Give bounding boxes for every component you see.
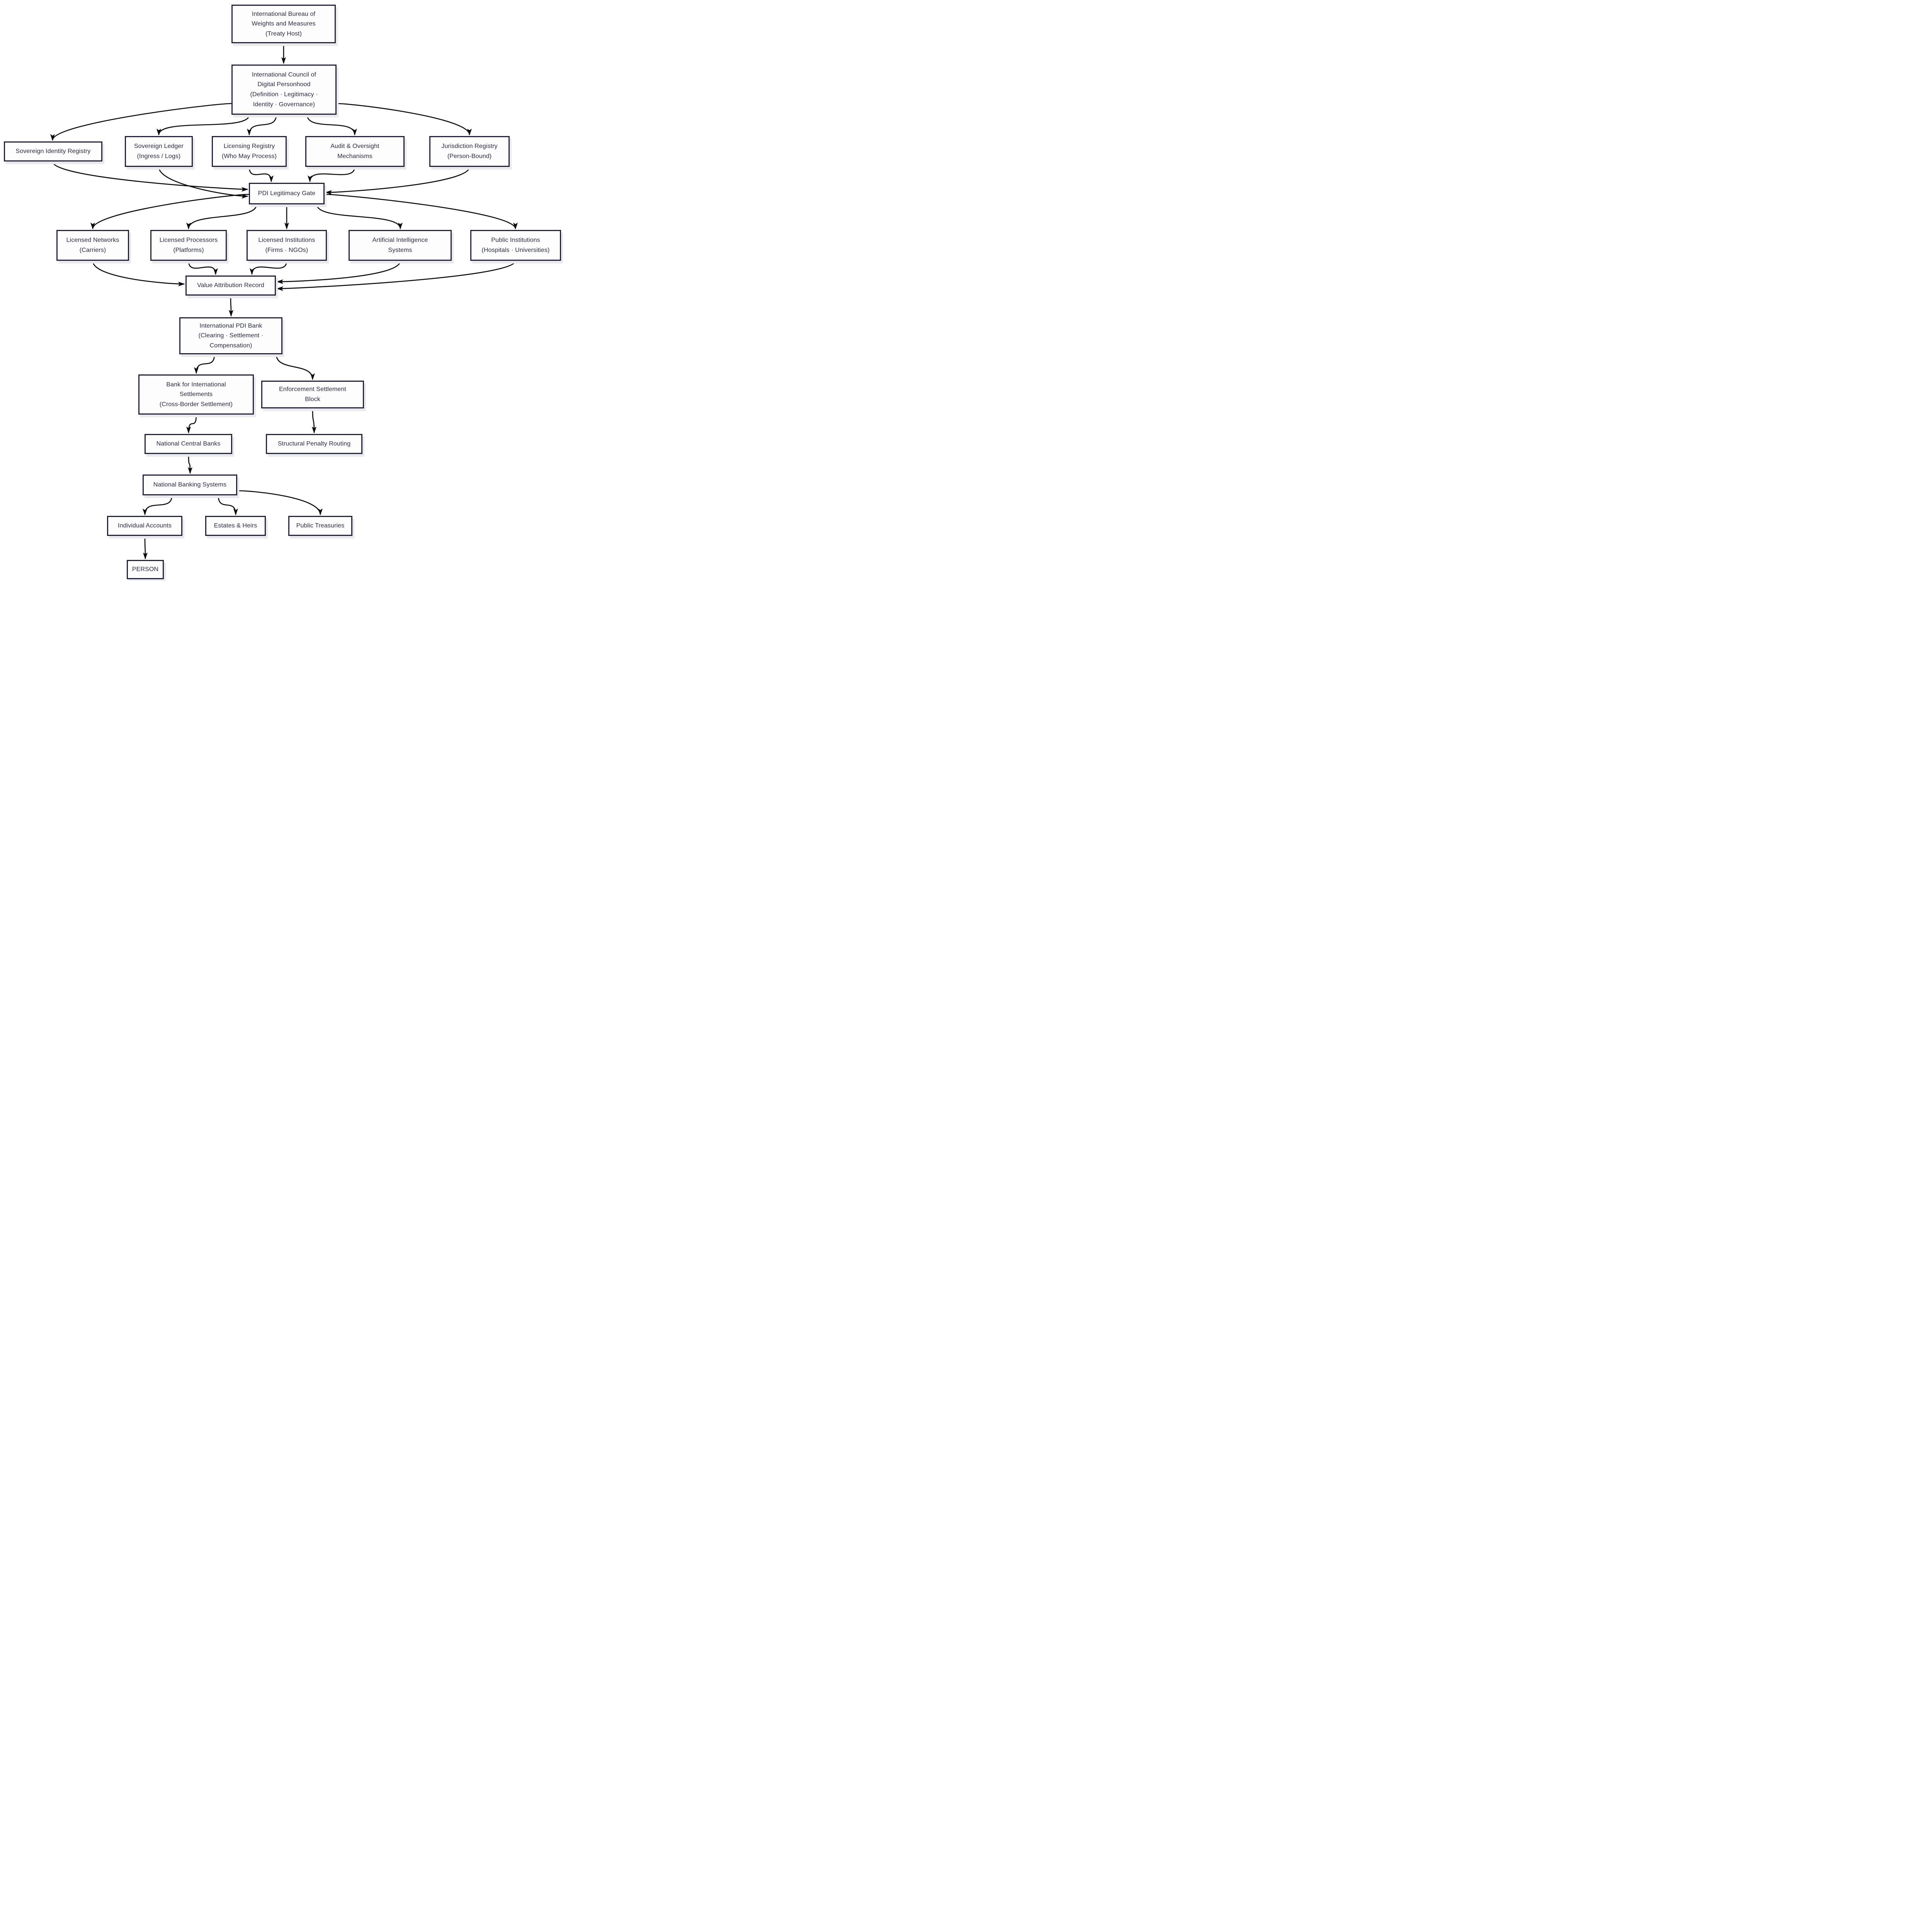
node-licensing: Licensing Registry (Who May Process) (212, 136, 287, 167)
edge-ncb-nbs (187, 454, 192, 474)
node-label: Artificial Intelligence Systems (372, 237, 428, 253)
edge-enforcement-spr (311, 408, 316, 434)
node-label: PERSON (132, 566, 159, 573)
node-institutions: Licensed Institutions (Firms · NGOs) (247, 230, 327, 261)
node-spr: Structural Penalty Routing (266, 434, 362, 454)
node-label: Structural Penalty Routing (277, 440, 351, 447)
node-label: Licensed Institutions (Firms · NGOs) (258, 237, 315, 253)
node-ledger: Sovereign Ledger (Ingress / Logs) (125, 136, 193, 167)
node-estates: Estates & Heirs (205, 516, 266, 536)
node-audit: Audit & Oversight Mechanisms (305, 136, 405, 167)
node-label: PDI Legitimacy Gate (258, 190, 316, 197)
edge-audit-gate (308, 167, 355, 182)
node-gate: PDI Legitimacy Gate (249, 183, 325, 204)
node-label: Bank for International Settlements (Cros… (159, 381, 233, 408)
edge-processors-var (188, 260, 218, 275)
node-council: International Council of Digital Personh… (231, 65, 337, 115)
node-label: Value Attribution Record (197, 282, 264, 289)
node-bank: International PDI Bank (Clearing · Settl… (179, 317, 282, 354)
edge-gate-networks (90, 194, 249, 230)
edge-ai-var (276, 260, 401, 284)
node-networks: Licensed Networks (Carriers) (56, 230, 129, 261)
node-label: Sovereign Ledger (Ingress / Logs) (134, 143, 184, 160)
edge-gate-processors (186, 204, 257, 230)
node-person: PERSON (127, 560, 164, 579)
node-label: Individual Accounts (118, 522, 172, 529)
node-label: National Central Banks (156, 440, 221, 447)
node-ai: Artificial Intelligence Systems (349, 230, 452, 261)
edge-council-identity (50, 103, 232, 141)
edge-jurisdiction-gate (325, 167, 470, 195)
node-label: International Council of Digital Personh… (250, 71, 318, 108)
edge-layer (50, 43, 518, 560)
node-ncb: National Central Banks (145, 434, 232, 454)
edge-council-jurisdiction (336, 103, 472, 136)
node-public: Public Institutions (Hospitals · Univers… (470, 230, 561, 261)
edge-bis-ncb (186, 414, 197, 434)
edge-public-var (276, 260, 516, 291)
node-processors: Licensed Processors (Platforms) (150, 230, 227, 261)
node-jurisdiction: Jurisdiction Registry (Person-Bound) (429, 136, 510, 167)
node-var: Value Attribution Record (185, 276, 276, 296)
edge-identity-gate (52, 161, 248, 192)
edge-licensing-gate (248, 167, 274, 182)
node-label: Sovereign Identity Registry (15, 148, 91, 155)
node-bis: Bank for International Settlements (Cros… (138, 374, 254, 415)
edge-council-ledger (156, 114, 250, 136)
edge-council-licensing (247, 114, 277, 136)
node-nbs: National Banking Systems (143, 474, 237, 495)
node-label: National Banking Systems (153, 481, 227, 488)
node-enforcement: Enforcement Settlement Block (261, 381, 364, 408)
node-treasuries: Public Treasuries (288, 516, 352, 536)
edge-nbs-treasuries (237, 490, 323, 515)
node-label: Licensed Networks (Carriers) (66, 237, 119, 253)
edge-networks-var (92, 260, 185, 286)
edge-council-audit (306, 114, 357, 136)
edge-gate-ai (316, 204, 403, 230)
node-label: Enforcement Settlement Block (279, 386, 346, 403)
edge-bank-bis (194, 354, 215, 374)
node-label: Audit & Oversight Mechanisms (330, 143, 379, 160)
flowchart: International Bureau of Weights and Meas… (0, 0, 564, 581)
node-label: Public Institutions (Hospitals · Univers… (481, 237, 550, 253)
node-label: International Bureau of Weights and Meas… (252, 10, 316, 37)
node-label: International PDI Bank (Clearing · Settl… (198, 322, 264, 349)
node-label: Estates & Heirs (214, 522, 257, 529)
node-label: Licensing Registry (Who May Process) (221, 143, 277, 160)
node-individual: Individual Accounts (107, 516, 182, 536)
node-label: Public Treasuries (296, 522, 345, 529)
edge-nbs-estates (218, 495, 238, 515)
edge-nbs-individual (143, 495, 173, 515)
node-identity: Sovereign Identity Registry (4, 141, 102, 162)
edge-institutions-var (250, 260, 287, 275)
node-label: Licensed Processors (Platforms) (159, 237, 218, 253)
node-bureau: International Bureau of Weights and Meas… (231, 5, 336, 43)
edge-ledger-gate (158, 167, 248, 199)
edge-bank-enforcement (276, 354, 315, 380)
node-label: Jurisdiction Registry (Person-Bound) (441, 143, 498, 160)
edge-gate-public (324, 194, 518, 230)
